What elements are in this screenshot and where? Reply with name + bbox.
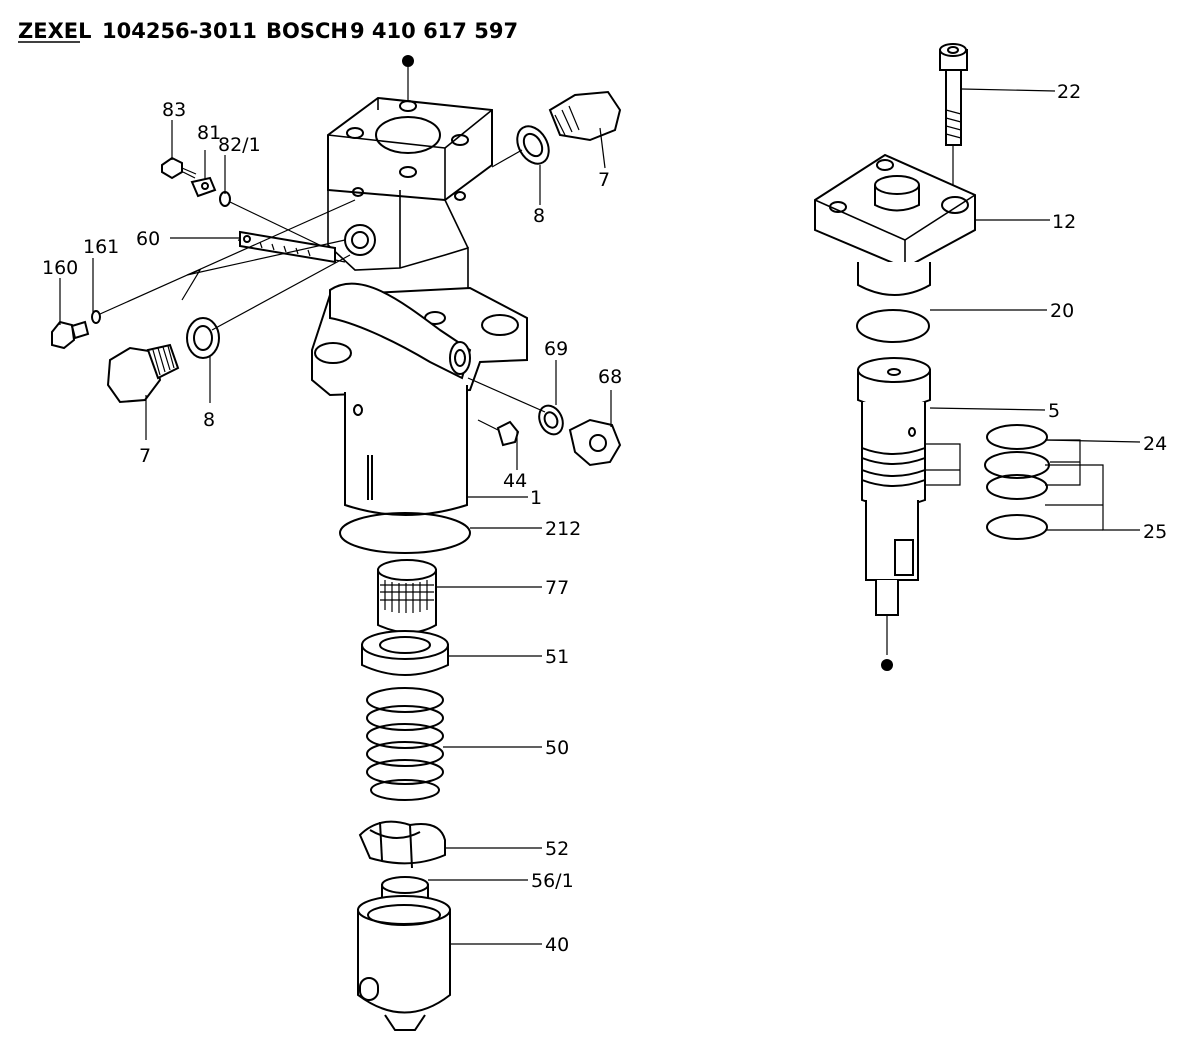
left-small-parts: [51, 156, 356, 404]
label-40: 40: [545, 934, 569, 956]
side-plug-parts: [467, 377, 622, 467]
lower-spring-seat-52: [358, 820, 446, 869]
brand-bosch: BOSCH: [266, 19, 348, 43]
label-83: 83: [162, 99, 186, 121]
plunger-spring-50: [366, 687, 444, 801]
control-sleeve-77: [377, 559, 437, 634]
label-81: 81: [197, 122, 221, 144]
o-ring-212: [339, 512, 471, 554]
tappet-40: [357, 895, 451, 1031]
label-7-top: 7: [598, 169, 610, 191]
label-22: 22: [1057, 81, 1081, 103]
label-68: 68: [598, 366, 622, 388]
header: ZEXEL 104256-3011 BOSCH 9 410 617 597: [18, 19, 518, 43]
seal-rings-24-25: [984, 424, 1050, 540]
delivery-port-parts: [491, 90, 622, 168]
label-161: 161: [83, 236, 119, 258]
bolt-22: [939, 43, 968, 195]
label-44: 44: [503, 470, 527, 492]
part-number-zexel: 104256-3011: [102, 19, 257, 43]
label-8-top: 8: [533, 205, 545, 227]
brand-zexel: ZEXEL: [18, 19, 92, 43]
label-8-left: 8: [203, 409, 215, 431]
label-25: 25: [1143, 521, 1167, 543]
label-77: 77: [545, 577, 569, 599]
leader-lines: [59, 88, 1141, 945]
plunger-barrel-5: [857, 357, 931, 671]
label-160: 160: [42, 257, 78, 279]
label-12: 12: [1052, 211, 1076, 233]
label-82-1: 82/1: [218, 134, 261, 156]
label-20: 20: [1050, 300, 1074, 322]
o-ring-20: [856, 309, 930, 343]
label-50: 50: [545, 737, 569, 759]
label-56-1: 56/1: [531, 870, 574, 892]
label-51: 51: [545, 646, 569, 668]
label-7-left: 7: [139, 445, 151, 467]
label-24: 24: [1143, 433, 1167, 455]
part-number-bosch: 9 410 617 597: [350, 19, 518, 43]
label-52: 52: [545, 838, 569, 860]
label-69: 69: [544, 338, 568, 360]
label-1: 1: [530, 487, 542, 509]
pump-housing: [237, 55, 528, 516]
valve-holder-flange-12: [814, 153, 976, 296]
label-60: 60: [136, 228, 160, 250]
label-212: 212: [545, 518, 581, 540]
spring-seat-51: [361, 630, 449, 676]
part-labels: 83 81 82/1 60 161 160 7 8 8 7 69 68 44 1…: [42, 81, 1167, 956]
label-5: 5: [1048, 400, 1060, 422]
